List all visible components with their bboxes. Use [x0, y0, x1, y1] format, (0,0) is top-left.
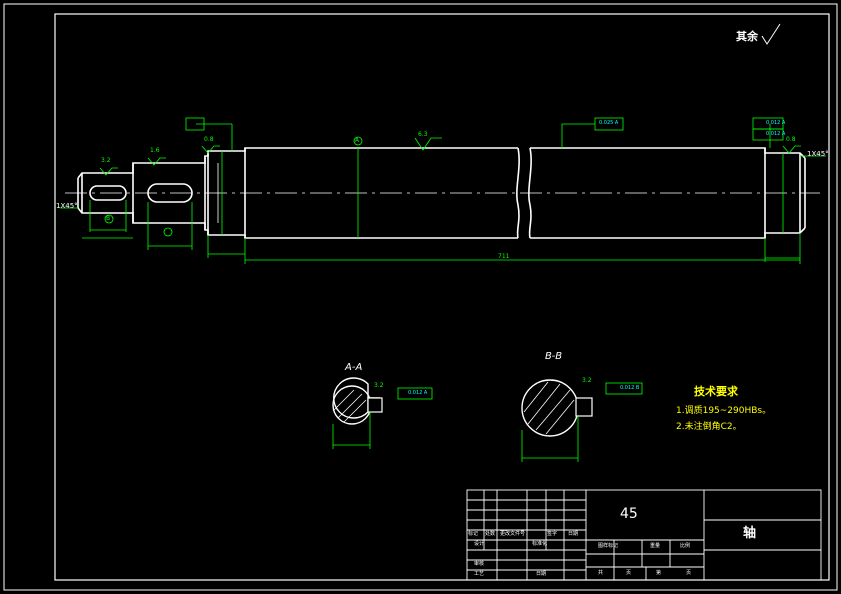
tolerance-right-2: 0.012 A [766, 131, 786, 137]
roughness-section-b: 3.2 [582, 377, 592, 384]
section-b-label: B-B [545, 351, 563, 362]
roughness-b: 1.6 [150, 147, 160, 154]
datum-a-label: A [355, 137, 360, 144]
tolerance-section-a: 0.012 A [408, 390, 428, 396]
tb-label-number: 第 [656, 570, 662, 576]
tb-label-date-2: 日期 [536, 571, 547, 577]
roughness-e: 0.8 [786, 136, 796, 143]
tb-label-change: 更改文件号 [500, 531, 526, 537]
roughness-section-a: 3.2 [374, 382, 384, 389]
tb-label-weight: 重量 [650, 543, 661, 549]
datum-b-label: B [106, 215, 111, 222]
material-label: 45 [620, 506, 638, 522]
tb-label-process: 工艺 [474, 571, 485, 577]
tb-label-sign: 签字 [547, 531, 558, 537]
roughness-a: 3.2 [101, 157, 111, 164]
outer-frame [3, 3, 838, 591]
tb-label-drawing-mark: 图样标记 [598, 543, 619, 549]
tb-label-date: 日期 [568, 531, 579, 537]
chamfer-left-label: 1X45° [56, 202, 78, 210]
notes-heading: 技术要求 [694, 385, 738, 398]
section-b [521, 379, 593, 462]
section-a-label: A-A [345, 362, 363, 373]
tolerance-right-1: 0.012 A [766, 120, 786, 126]
tb-label-total: 共 [598, 570, 604, 576]
part-name-label: 轴 [743, 526, 757, 541]
tb-label-mark: 标记 [468, 531, 479, 537]
tolerance-section-b: 0.012 B [620, 385, 640, 391]
tb-label-scale: 比例 [680, 543, 691, 549]
tb-label-standard: 标准化 [532, 541, 548, 547]
tolerance-main: 0.025 A [599, 120, 619, 126]
section-a [332, 377, 383, 449]
dimension-lines [60, 123, 826, 264]
title-block-grid [466, 489, 822, 581]
tb-label-review: 审核 [474, 561, 485, 567]
overall-length-dimension: 711 [498, 253, 510, 260]
inner-frame [54, 13, 830, 581]
notes-item-2: 2.未注倒角C2。 [676, 422, 742, 432]
tb-label-page-1: 页 [626, 570, 632, 576]
tb-label-design: 设计 [474, 541, 485, 547]
shaft-outline [77, 147, 806, 239]
tb-label-count: 处数 [485, 531, 496, 537]
roughness-other-label: 其余 [736, 30, 758, 43]
roughness-d: 6.3 [418, 131, 428, 138]
chamfer-right-label: 1X45° [807, 150, 829, 158]
tolerance-frames [185, 117, 784, 400]
roughness-c: 0.8 [204, 136, 214, 143]
notes-item-1: 1.调质195~290HBs。 [676, 406, 772, 416]
roughness-symbol [761, 23, 781, 45]
datum-markers [104, 136, 363, 237]
tb-label-page-2: 页 [686, 570, 692, 576]
